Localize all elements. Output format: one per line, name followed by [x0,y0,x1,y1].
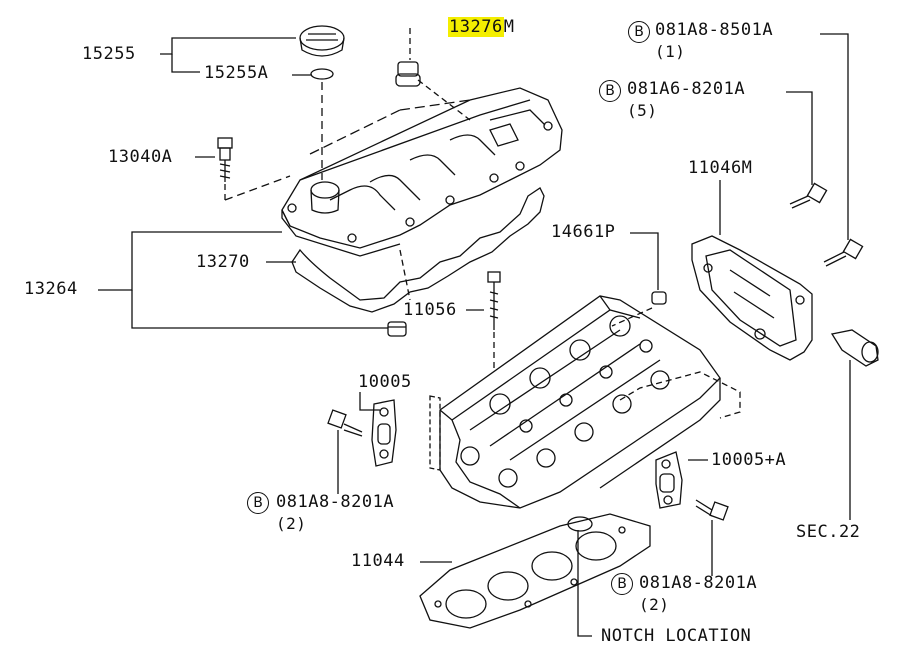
label-11056[interactable]: 11056 [403,300,457,320]
oil-filler-cap [299,25,345,57]
bolt-081a8-8501a [823,238,864,267]
leader-lines [98,28,851,637]
label-10005-a[interactable]: 10005+A [711,450,787,470]
label-11046m[interactable]: 11046M [688,158,753,178]
filler-cap-o-ring [310,68,334,80]
label-13270[interactable]: 13270 [196,252,250,272]
rear-housing-11046m [691,235,813,361]
label-15255[interactable]: 15255 [82,44,136,64]
head-gasket-11044 [419,513,651,629]
qty-bolt-081a8-8501a: (1) [655,42,686,61]
label-bolt-081a8-8501a[interactable]: 081A8-8501A [655,20,774,40]
label-14661p[interactable]: 14661P [551,222,616,242]
bolt-081a6-8201a [789,182,828,209]
bolt-b-icon: B [628,21,650,43]
notch-mark [567,516,593,532]
valve-cover-gasket [291,187,545,313]
label-13040a[interactable]: 13040A [108,147,173,167]
bolt-b-icon: B [611,573,633,595]
label-13276-highlight: 13276 [448,17,504,37]
qty-bolt-081a8-8201a-left: (2) [276,514,307,533]
bolt-b-icon: B [247,492,269,514]
bolt-081a8-8201a-left [327,409,363,437]
valve-cover [281,87,563,301]
label-bolt-081a8-8201a-left[interactable]: 081A8-8201A [276,492,395,512]
label-notch-location: NOTCH LOCATION [601,626,752,646]
label-11044[interactable]: 11044 [351,551,405,571]
label-15255a[interactable]: 15255A [204,63,269,83]
bolt-081a8-8201a-right [695,499,729,521]
pcv-valve-grommet [395,61,471,121]
label-10005[interactable]: 10005 [358,372,412,392]
label-bolt-081a8-8201a-right[interactable]: 081A8-8201A [639,573,758,593]
label-13276m[interactable]: 13276M [448,17,514,37]
head-bolt-11056 [487,271,501,370]
label-sec22[interactable]: SEC.22 [796,522,861,542]
label-13276-suffix: M [503,17,515,37]
label-13264[interactable]: 13264 [24,279,78,299]
label-bolt-081a6-8201a[interactable]: 081A6-8201A [627,79,746,99]
cover-grommet [387,321,407,337]
cylinder-head [429,295,741,509]
plug-14661p [611,291,667,327]
gasket-10005 [371,399,397,467]
bolt-b-icon: B [599,80,621,102]
qty-bolt-081a8-8201a-right: (2) [639,595,670,614]
sensor-sec22 [830,329,879,367]
bolt-13040a [217,137,291,201]
qty-bolt-081a6-8201a: (5) [627,101,658,120]
gasket-10005-a [655,451,683,509]
